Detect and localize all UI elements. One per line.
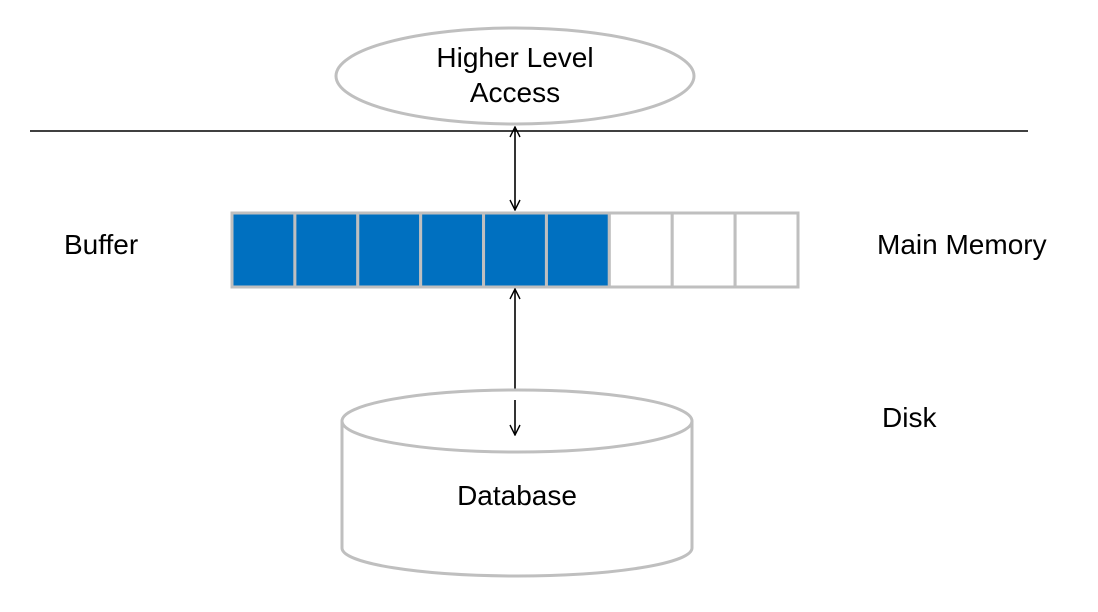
- buffer-slot-empty: [607, 211, 674, 289]
- database-cylinder-top: [340, 388, 694, 454]
- buffer-label: Buffer: [64, 229, 139, 260]
- buffer-slot-filled: [544, 211, 611, 289]
- buffer-slot-filled: [356, 211, 423, 289]
- buffer-slot-filled: [482, 211, 548, 289]
- buffer-slot-filled: [230, 211, 297, 289]
- disk-label: Disk: [882, 402, 937, 433]
- higher-level-access-line2: Access: [469, 77, 561, 108]
- buffer-slot-filled: [419, 211, 486, 289]
- buffer-slot-empty: [733, 211, 800, 289]
- database-label: Database: [457, 480, 577, 511]
- buffer-slot-empty: [670, 211, 737, 289]
- buffer-slot-filled: [293, 211, 360, 289]
- higher-level-access-label: Higher Level Access: [336, 40, 694, 110]
- higher-level-access-line1: Higher Level: [436, 42, 594, 73]
- database-cylinder-body: [340, 421, 694, 578]
- higher-level-access-ellipse: [334, 26, 696, 126]
- main-memory-label: Main Memory: [877, 229, 1047, 260]
- database-cylinder: [340, 388, 694, 578]
- buffer-slots: [230, 211, 800, 289]
